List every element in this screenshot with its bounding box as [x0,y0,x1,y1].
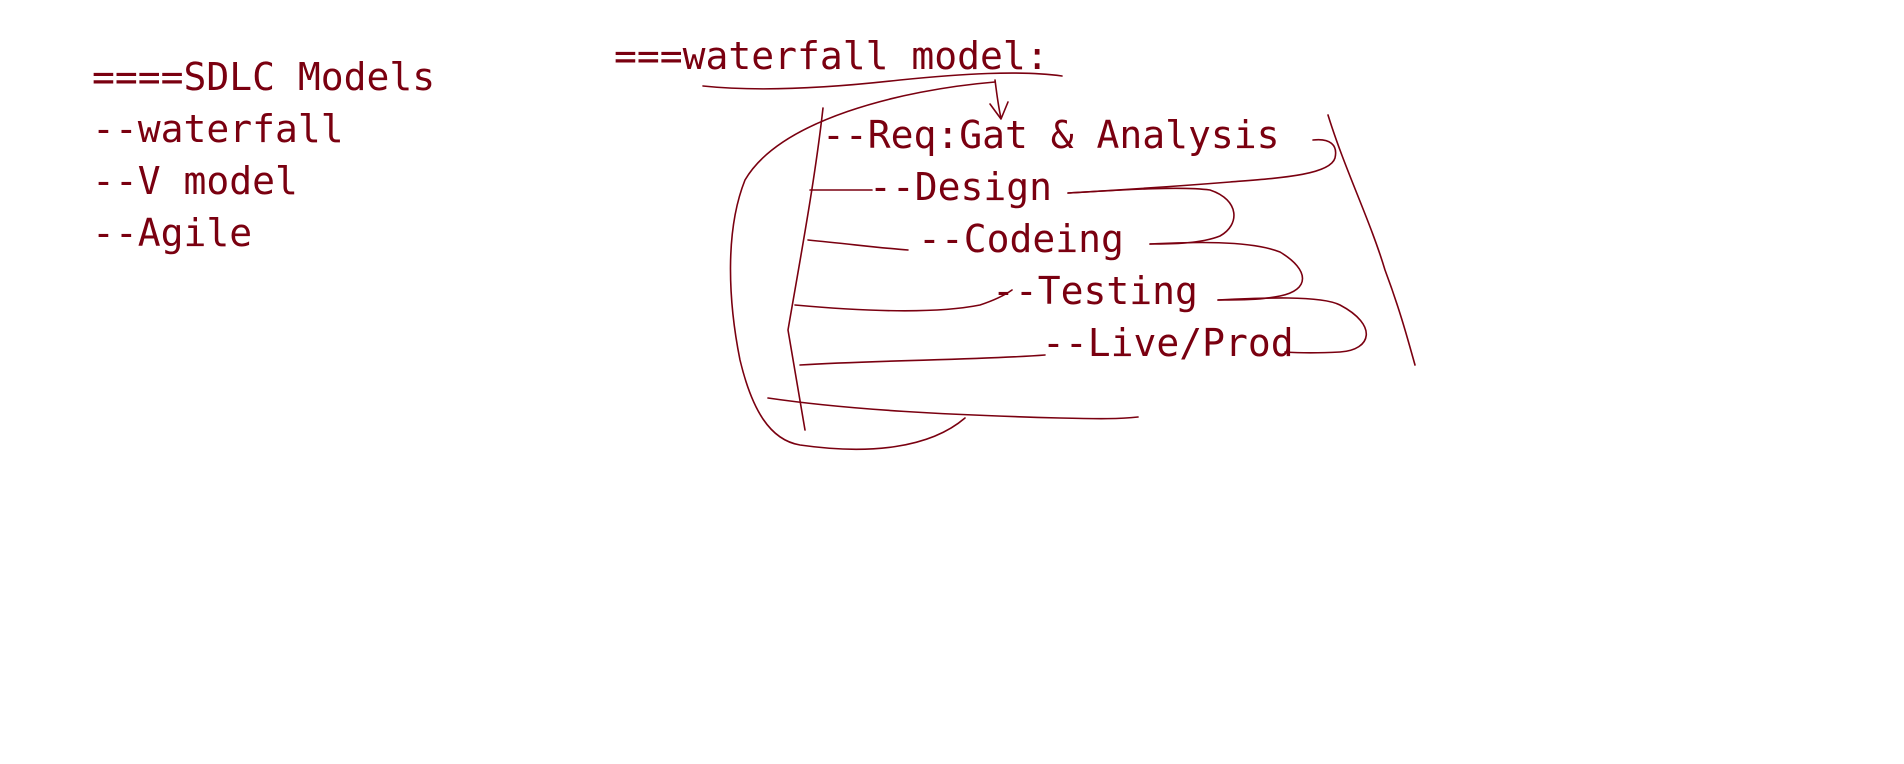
waterfall-step-coding: --Codeing [918,217,1124,261]
connector-live-stroke [799,354,1046,366]
model-item-waterfall: --waterfall [92,107,344,151]
right-vertical-stroke [1327,114,1416,366]
waterfall-step-requirements: --Req:Gat & Analysis [822,113,1280,157]
connector-testing-stroke [794,289,1013,312]
waterfall-step-live-prod: --Live/Prod [1042,321,1294,365]
model-item-agile: --Agile [92,211,253,255]
model-item-v-model: --V model [92,159,298,203]
waterfall-step-design: --Design [869,165,1053,209]
sdlc-models-heading: ====SDLC Models [92,55,436,99]
waterfall-step-testing: --Testing [992,269,1198,313]
waterfall-heading: ===waterfall model: [614,34,1049,78]
left-vertical-stroke [787,107,824,431]
connector-coding-stroke [807,239,909,251]
bottom-line-stroke [767,397,1139,420]
